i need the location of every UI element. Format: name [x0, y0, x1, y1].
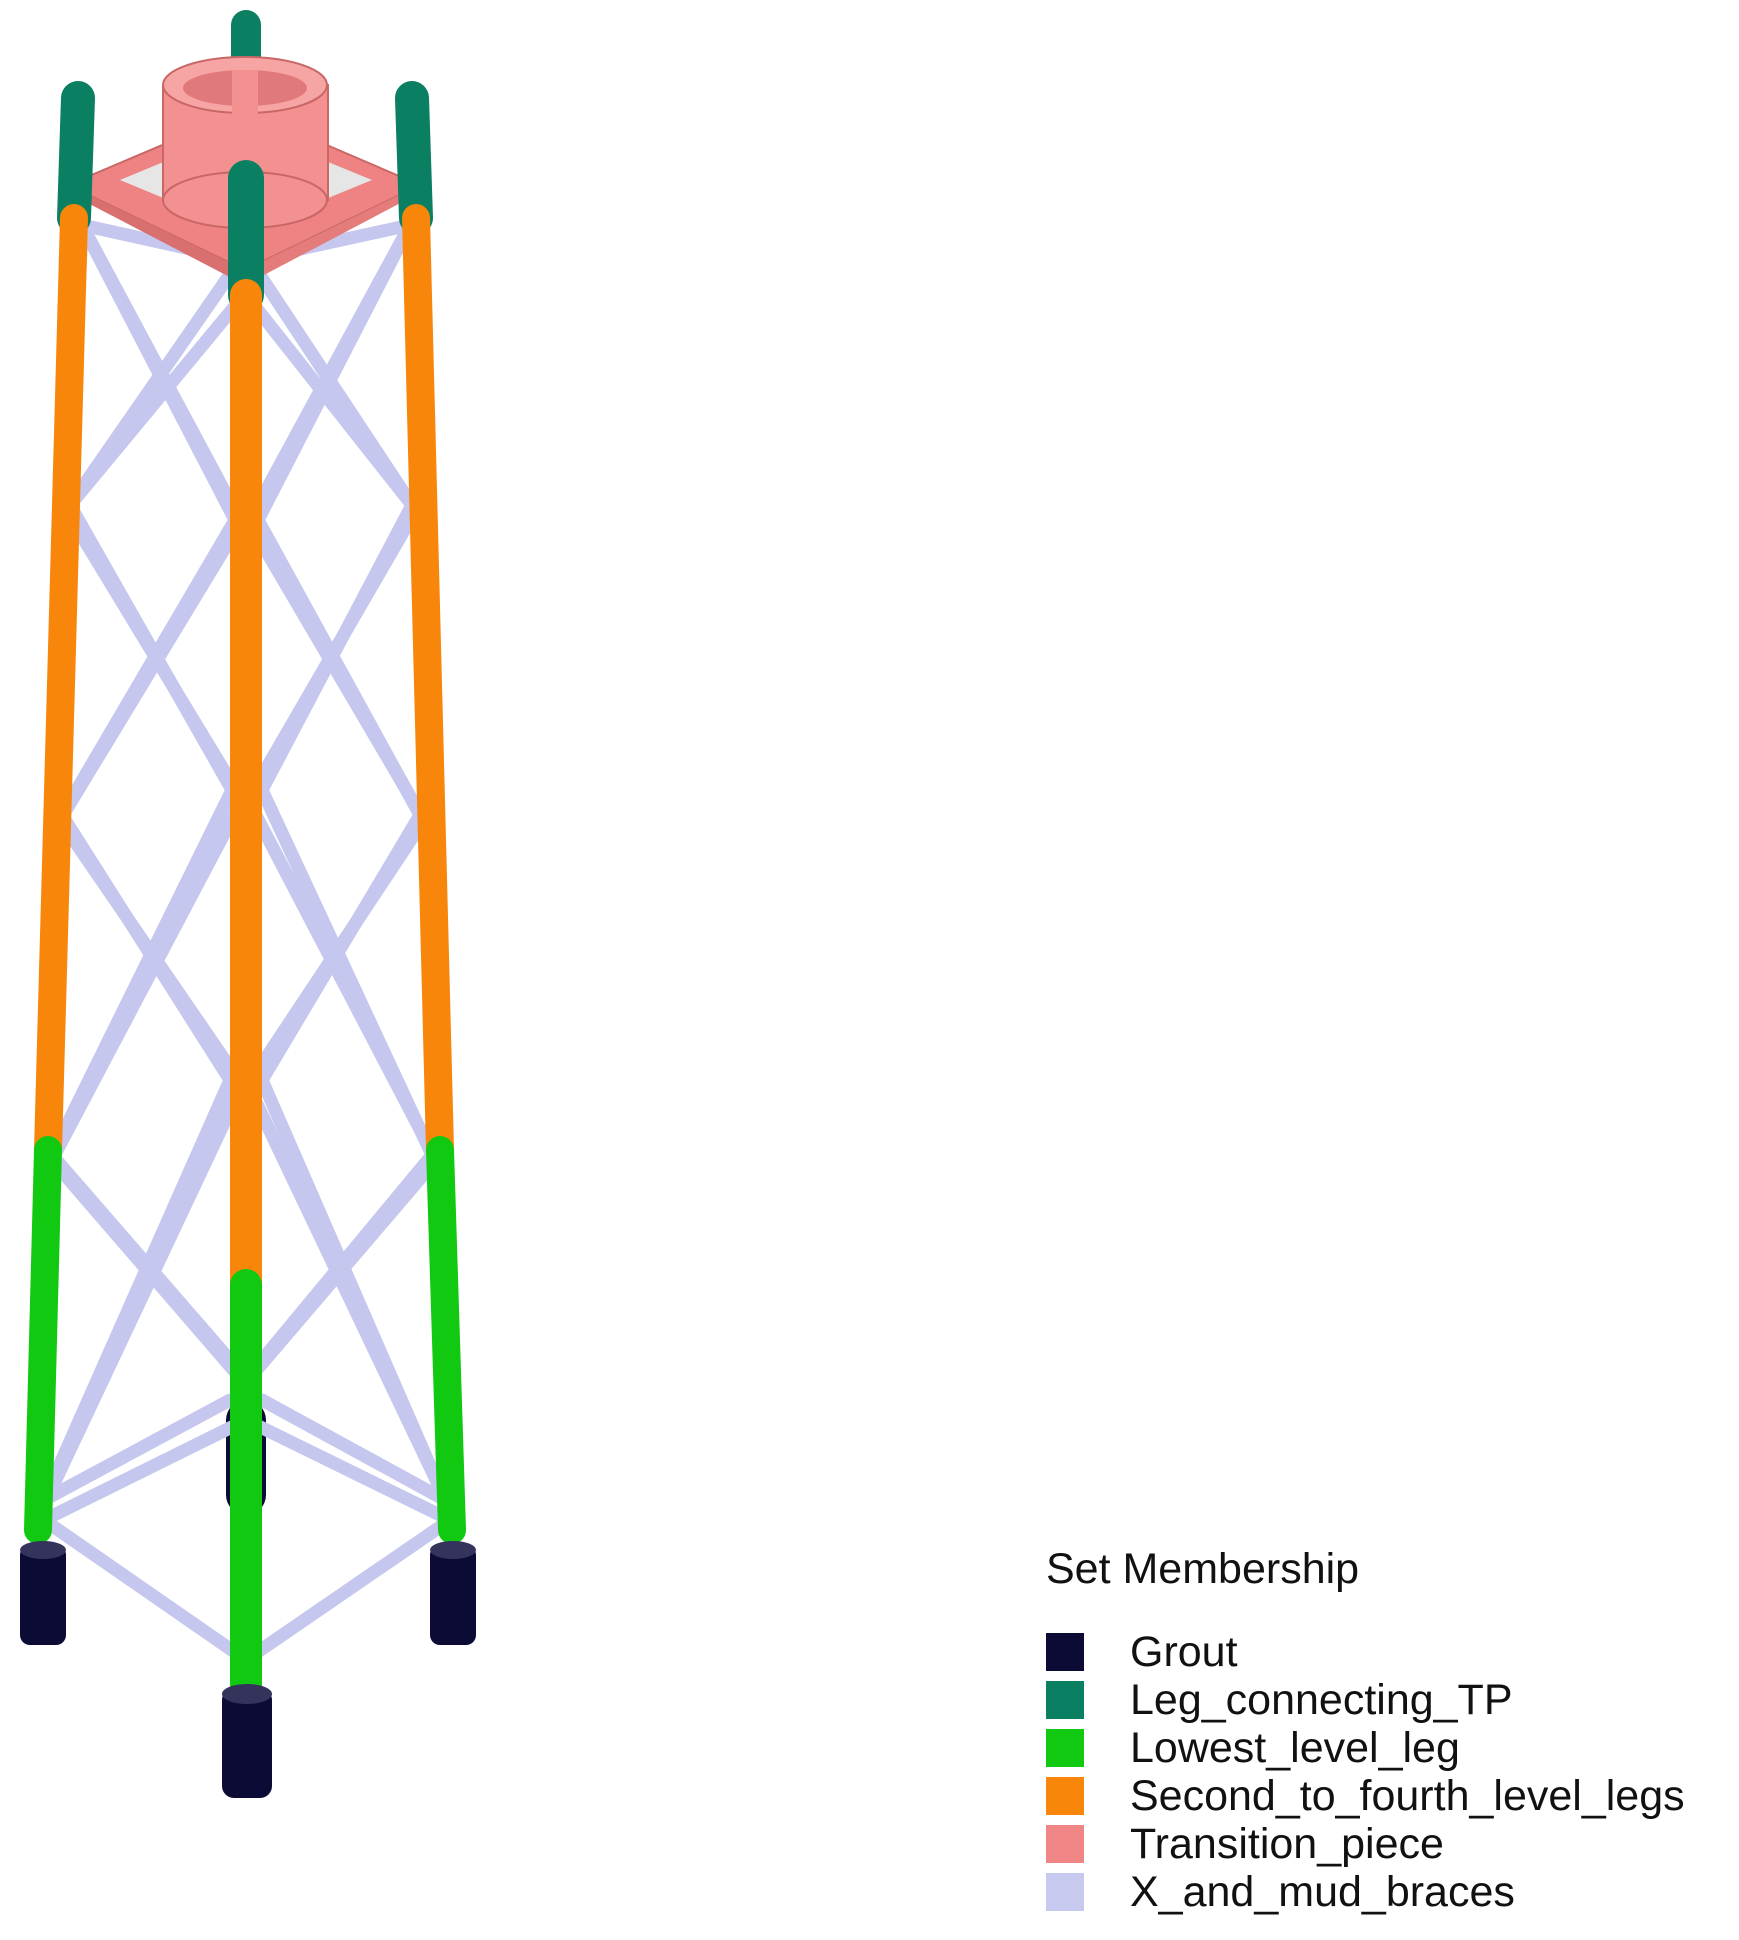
front-leg [222, 160, 272, 1798]
legend-item: Leg_connecting_TP [1046, 1676, 1685, 1724]
legend-label: X_and_mud_braces [1130, 1867, 1515, 1916]
legend-label: Transition_piece [1130, 1819, 1444, 1868]
legend-swatch [1046, 1873, 1084, 1911]
legend-swatch [1046, 1633, 1084, 1671]
legend-swatch [1046, 1825, 1084, 1863]
legend-item: Second_to_fourth_level_legs [1046, 1772, 1685, 1820]
right-leg [395, 81, 476, 1645]
legend-item: Transition_piece [1046, 1820, 1685, 1868]
legend-item: Grout [1046, 1628, 1685, 1676]
legend-swatch [1046, 1729, 1084, 1767]
legend-swatch [1046, 1777, 1084, 1815]
legend-label: Second_to_fourth_level_legs [1130, 1771, 1685, 1820]
legend-label: Leg_connecting_TP [1130, 1675, 1513, 1724]
legend: Set Membership Grout Leg_connecting_TP L… [1046, 1545, 1685, 1916]
legend-item: X_and_mud_braces [1046, 1868, 1685, 1916]
jacket-structure-model [20, 10, 476, 1798]
legend-label: Grout [1130, 1627, 1238, 1676]
legend-title: Set Membership [1046, 1545, 1360, 1593]
legend-label: Lowest_level_leg [1130, 1723, 1460, 1772]
x-and-mud-braces [37, 218, 457, 1667]
model-viewport[interactable] [0, 0, 520, 1940]
legend-item: Lowest_level_leg [1046, 1724, 1685, 1772]
legend-swatch [1046, 1681, 1084, 1719]
left-leg [20, 81, 95, 1645]
